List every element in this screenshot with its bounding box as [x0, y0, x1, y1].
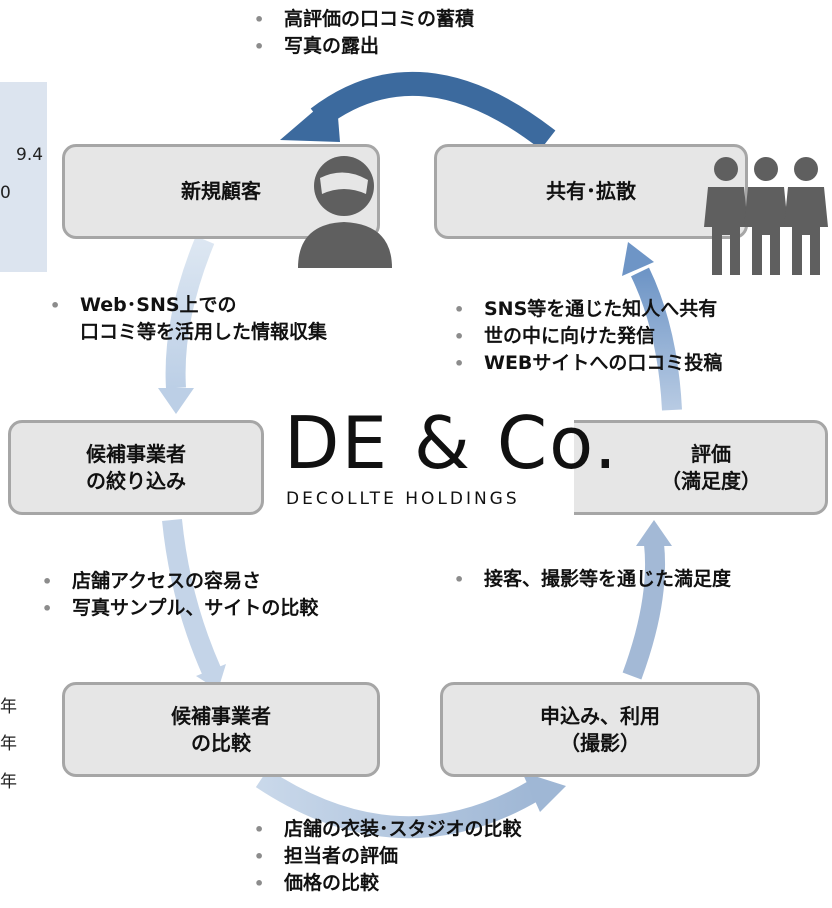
notes-satisfaction: 接客、撮影等を通じた満足度: [446, 566, 731, 593]
arrow-new-to-narrow-head: [158, 388, 194, 414]
list-item: Web･SNS上での: [42, 292, 327, 319]
node-apply-line-2: （撮影）: [560, 730, 640, 755]
node-compare-line-2: の比較: [191, 730, 251, 755]
year-fragment-2: 年: [0, 734, 17, 754]
node-share: 共有･拡散: [434, 144, 748, 239]
notes-info-gathering: Web･SNS上での 口コミ等を活用した情報収集: [42, 292, 327, 346]
arrow-apply-to-eval-head: [636, 520, 672, 546]
arrow-compare-to-apply-head: [522, 772, 566, 812]
node-compare: 候補事業者 の比較: [62, 682, 380, 777]
panel-fragment-1: 9.4: [16, 145, 44, 165]
list-item: 価格の比較: [246, 870, 522, 897]
left-info-panel: [0, 82, 47, 272]
node-share-label: 共有･拡散: [546, 179, 636, 203]
logo-sub-text: DECOLLTE HOLDINGS: [286, 489, 520, 509]
list-item: 写真サンプル、サイトの比較: [34, 595, 318, 622]
person-icon: [298, 156, 392, 268]
list-item: 店舗の衣装･スタジオの比較: [246, 816, 522, 843]
list-item: WEBサイトへの口コミ投稿: [446, 350, 722, 377]
notes-comparison: 店舗の衣装･スタジオの比較 担当者の評価 価格の比較: [246, 816, 522, 897]
node-apply-line-1: 申込み、利用: [540, 703, 660, 728]
list-item: 担当者の評価: [246, 843, 522, 870]
node-compare-line-1: 候補事業者: [171, 703, 271, 728]
node-apply: 申込み、利用 （撮影）: [440, 682, 760, 777]
node-evaluation-line-2: （満足度）: [661, 468, 761, 493]
notes-sharing: SNS等を通じた知人へ共有 世の中に向けた発信 WEBサイトへの口コミ投稿: [446, 296, 722, 377]
node-narrow-down: 候補事業者 の絞り込み: [8, 420, 264, 515]
list-item-continuation: 口コミ等を活用した情報収集: [42, 319, 327, 346]
panel-fragment-2: 0: [0, 183, 11, 203]
list-item: 接客、撮影等を通じた満足度: [446, 566, 731, 593]
list-item: 店舗アクセスの容易さ: [34, 568, 318, 595]
list-item: 写真の露出: [246, 33, 474, 60]
top-curved-arrow: [310, 71, 556, 150]
group-icon: [704, 157, 828, 275]
list-item-continuation-text: 口コミ等を活用した情報収集: [80, 321, 328, 343]
list-item: 世の中に向けた発信: [446, 323, 722, 350]
node-new-customer-label: 新規顧客: [181, 179, 261, 203]
company-logo: DE & Co. DECOLLTE HOLDINGS: [272, 405, 617, 523]
node-narrow-line-1: 候補事業者: [86, 441, 186, 466]
node-narrow-line-2: の絞り込み: [86, 468, 186, 493]
arrow-eval-to-share-head: [622, 242, 654, 276]
node-evaluation-line-1: 評価: [691, 441, 731, 466]
logo-main-text: DE & Co.: [284, 401, 619, 485]
year-fragment-1: 年: [0, 697, 17, 717]
year-fragment-3: 年: [0, 772, 17, 792]
list-item: SNS等を通じた知人へ共有: [446, 296, 722, 323]
top-arrow-head: [280, 92, 340, 142]
arrow-apply-to-eval: [622, 542, 666, 680]
list-item: 高評価の口コミの蓄積: [246, 6, 474, 33]
notes-top: 高評価の口コミの蓄積 写真の露出: [246, 6, 474, 60]
notes-narrowing: 店舗アクセスの容易さ 写真サンプル、サイトの比較: [34, 568, 318, 622]
